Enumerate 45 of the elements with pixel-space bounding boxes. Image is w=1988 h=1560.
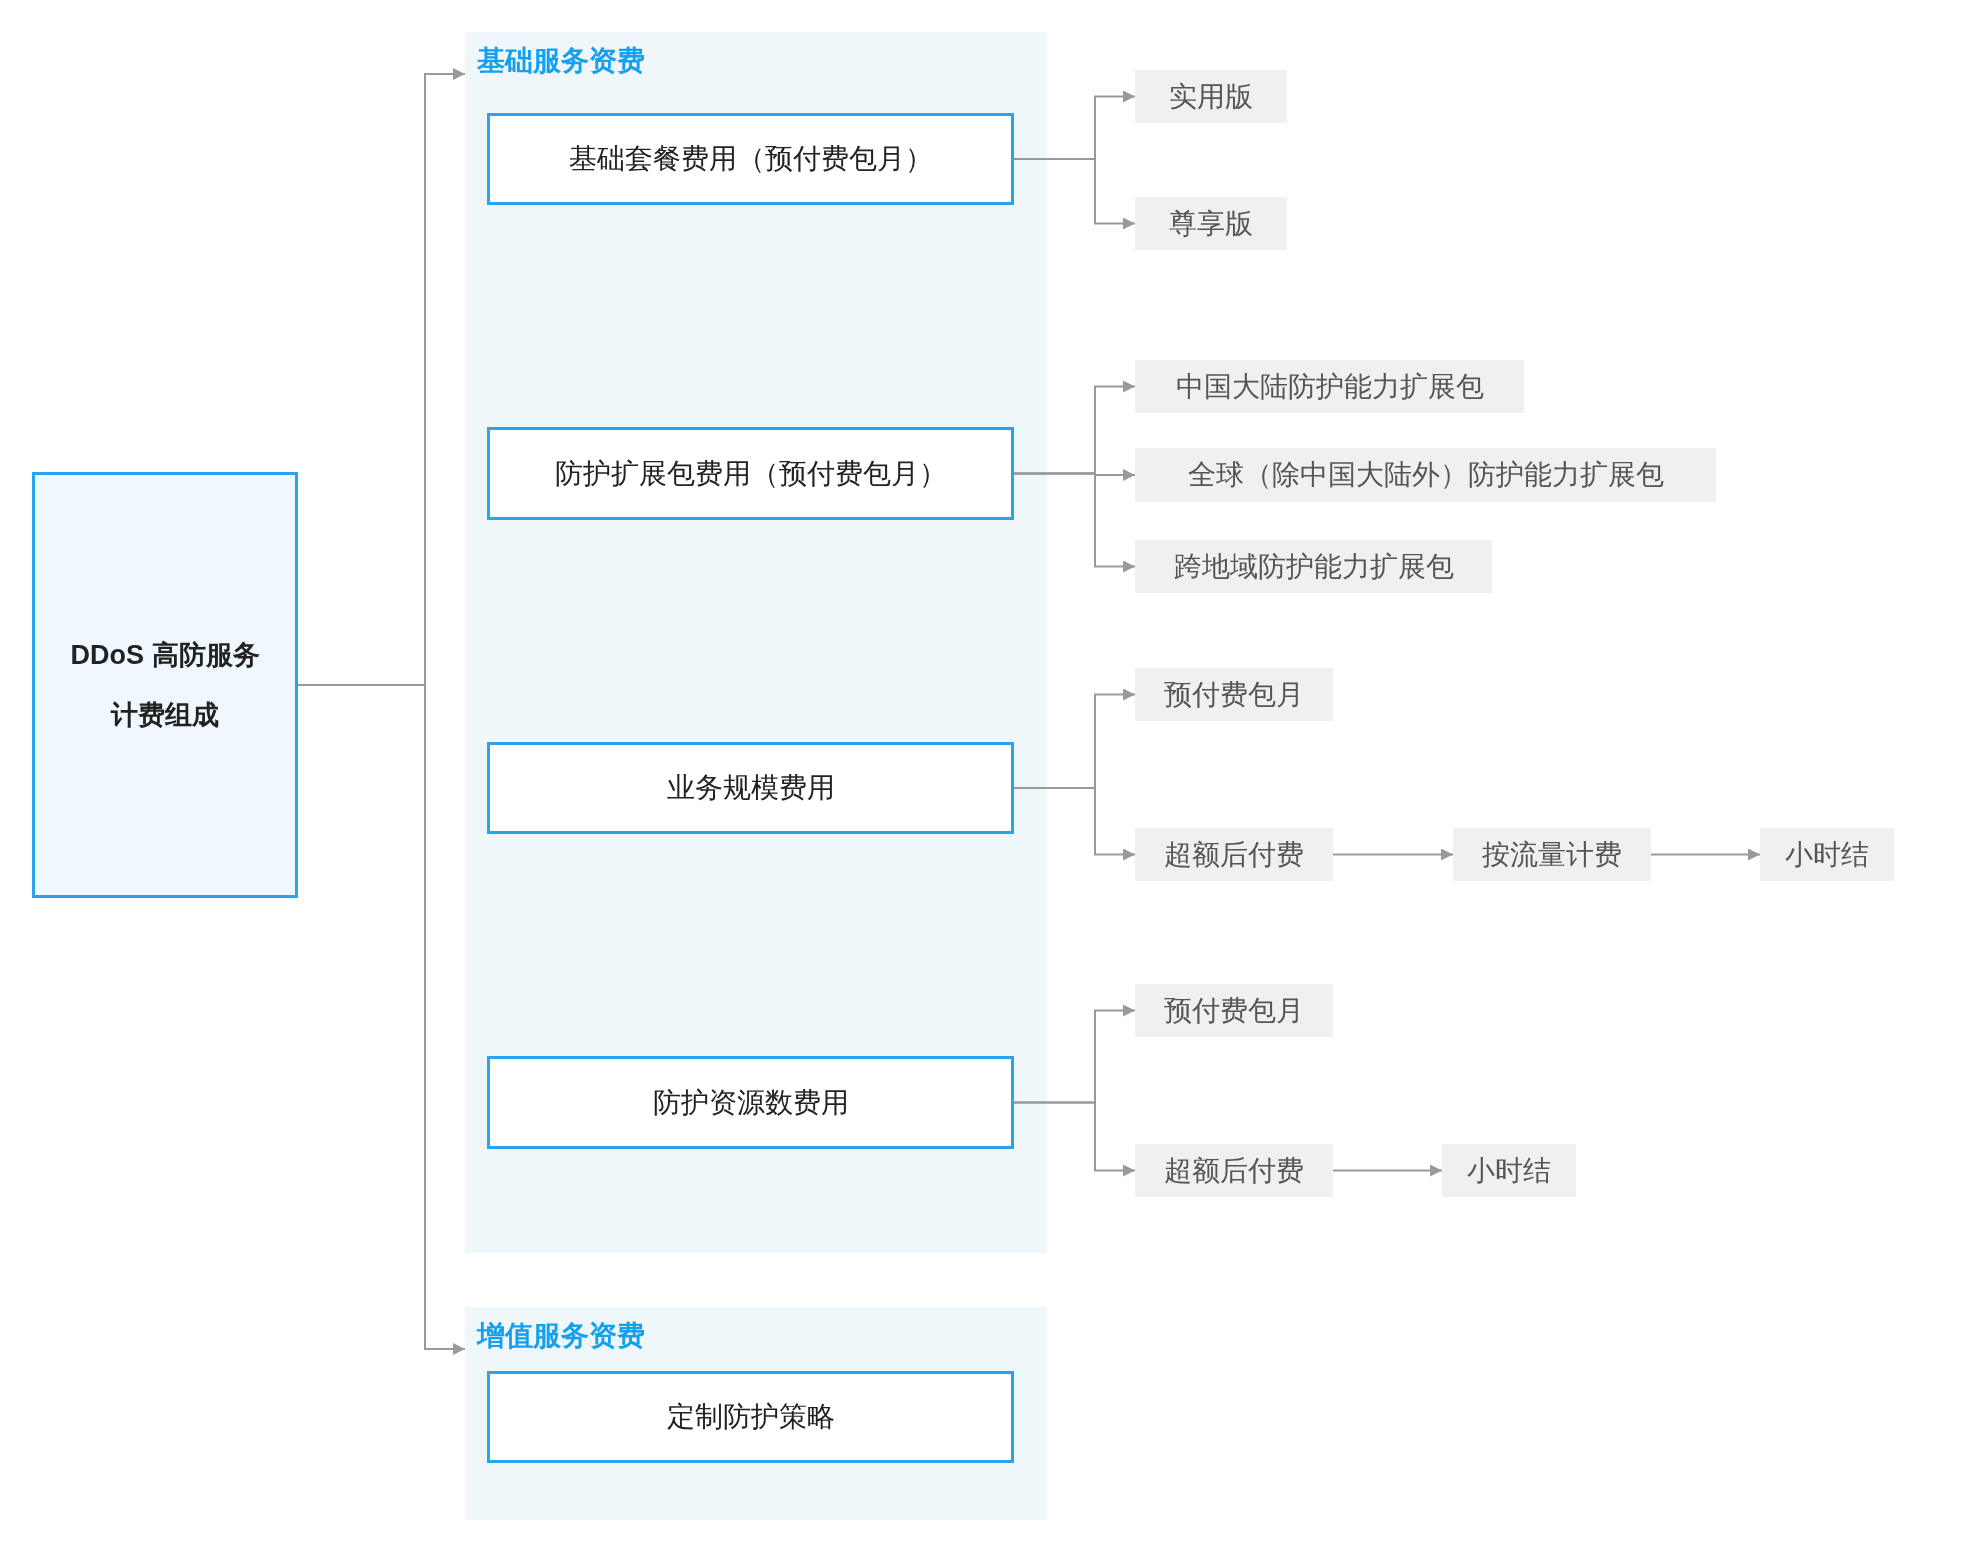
item-box xyxy=(1135,70,1287,123)
group-panel xyxy=(465,32,1047,1253)
fee-box xyxy=(487,742,1014,834)
box-label: 防护扩展包费用（预付费包月） xyxy=(554,456,947,491)
group-heading: 基础服务资费 xyxy=(477,44,645,78)
box-label: 全球（除中国大陆外）防护能力扩展包 xyxy=(1187,458,1664,492)
box-label: 预付费包月 xyxy=(1164,993,1304,1028)
box-label: 小时结 xyxy=(1467,1153,1551,1188)
group-panel xyxy=(465,1307,1047,1520)
box-label: 跨地域防护能力扩展包 xyxy=(1173,549,1454,584)
fee-box xyxy=(487,1371,1014,1463)
fee-box xyxy=(487,1056,1014,1149)
box-label: 防护资源数费用 xyxy=(652,1085,849,1120)
item-box xyxy=(1135,828,1333,881)
box-label: 尊享版 xyxy=(1169,206,1253,241)
item-box xyxy=(1135,540,1492,593)
box-label: 中国大陆防护能力扩展包 xyxy=(1175,369,1484,404)
item-box xyxy=(1135,360,1524,413)
connector-arrow xyxy=(1332,848,1454,861)
item-box xyxy=(1760,828,1894,881)
fee-box xyxy=(487,113,1014,205)
box-label: DDoS 高防服务计费组成 xyxy=(69,639,261,732)
item-box xyxy=(1135,668,1333,721)
item-box xyxy=(1442,1144,1576,1197)
box-label: 超额后付费 xyxy=(1164,837,1304,872)
connector-arrow xyxy=(1013,1101,1136,1177)
item-box xyxy=(1453,828,1651,881)
connector-arrow xyxy=(1013,472,1136,573)
root-box xyxy=(32,472,298,898)
box-label: 实用版 xyxy=(1169,79,1253,114)
box-label: 基础套餐费用（预付费包月） xyxy=(568,142,933,176)
box-label: 定制防护策略 xyxy=(666,1400,835,1434)
box-label: 按流量计费 xyxy=(1482,837,1622,872)
connector-arrow xyxy=(1332,1164,1443,1177)
item-box xyxy=(1135,1144,1333,1197)
group-heading: 增值服务资费 xyxy=(477,1319,645,1353)
box-label: 预付费包月 xyxy=(1164,677,1304,712)
box-label: 超额后付费 xyxy=(1164,1153,1304,1188)
box-label: 业务规模费用 xyxy=(666,771,835,805)
item-box xyxy=(1135,448,1716,502)
item-box xyxy=(1135,984,1333,1037)
item-box xyxy=(1135,197,1287,250)
box-label: 小时结 xyxy=(1785,837,1869,872)
fee-box xyxy=(487,427,1014,520)
connector-arrow xyxy=(1650,848,1761,861)
